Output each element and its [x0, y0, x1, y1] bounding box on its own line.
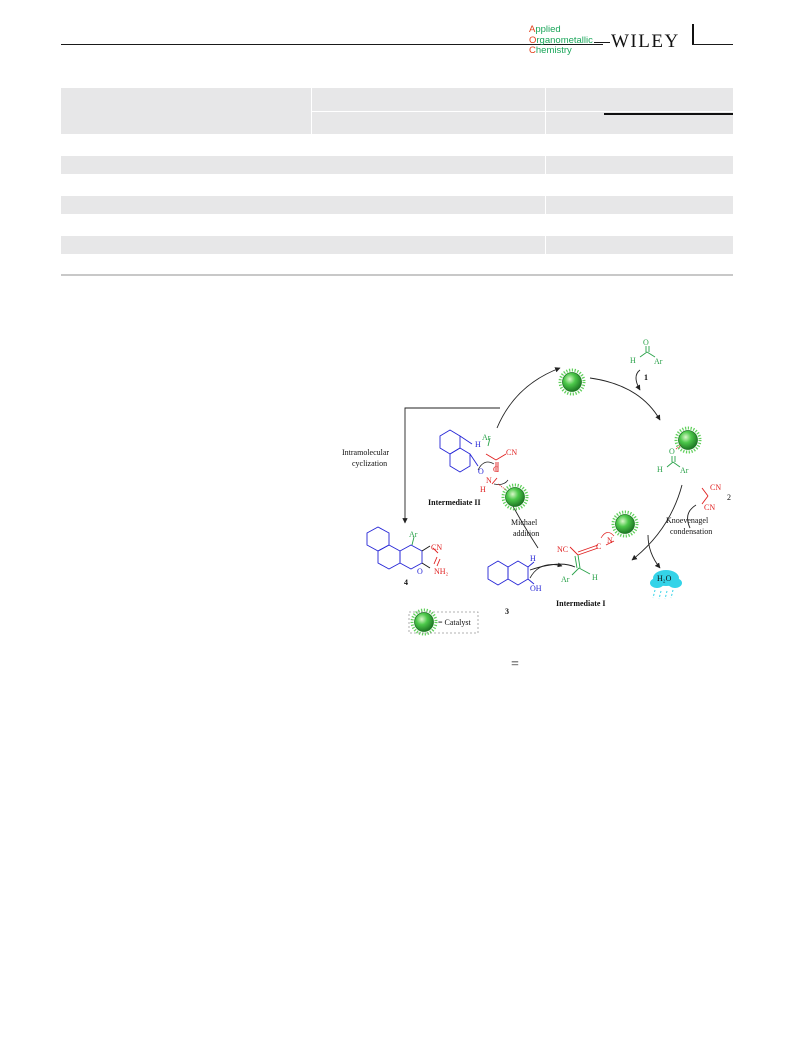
atom-label: Ar — [561, 575, 570, 584]
table-header — [61, 88, 733, 134]
atom-label: H — [657, 465, 663, 474]
atom-label: O — [417, 567, 423, 576]
cycle-arrow-right — [631, 484, 683, 561]
publisher-logo: WILEY — [611, 31, 680, 52]
intermediate-1-structure — [569, 540, 615, 556]
atom-label: N — [486, 476, 492, 485]
cycle-arrow-top-left — [496, 367, 561, 429]
journal-logo: Applied Organometallic Chemistry — [529, 24, 593, 56]
malononitrile-structure — [701, 487, 709, 505]
intermediate-2-structure — [439, 429, 479, 473]
compound-number: 1 — [644, 373, 648, 382]
intermediate-label: Intermediate II — [428, 498, 481, 507]
water-arrow — [647, 534, 661, 569]
catalyst-ball-intermediate-1 — [611, 510, 639, 538]
atom-label: C — [493, 465, 498, 474]
atom-label: OH — [530, 584, 542, 593]
catalyst-ball-intermediate-2 — [501, 483, 529, 511]
water-label: H₂O — [657, 574, 672, 583]
atom-label: Ar — [409, 530, 418, 539]
atom-label: H — [530, 554, 536, 563]
catalyst-legend-label: = Catalyst — [438, 618, 472, 627]
atom-label: CN — [431, 543, 442, 552]
naphthol-structure — [487, 560, 535, 586]
header-rule-right — [692, 44, 733, 45]
bound-aldehyde-structure — [666, 456, 681, 468]
atom-label: CN — [710, 483, 721, 492]
cycle-arrow-bottom — [529, 563, 576, 571]
table-bottom-rule — [61, 274, 733, 276]
atom-label: H — [475, 440, 481, 449]
step-label: Intramolecular — [342, 448, 389, 457]
atom-label: O — [669, 447, 675, 456]
step-label: cyclization — [352, 459, 387, 468]
step-label: Knoevenagel — [666, 516, 709, 525]
atom-label: H — [592, 573, 598, 582]
atom-label: H — [480, 485, 486, 494]
atom-label: O — [643, 338, 649, 347]
atom-label: CN — [704, 503, 715, 512]
atom-label: C — [596, 542, 601, 551]
step-label: condensation — [670, 527, 712, 536]
catalyst-legend-box — [408, 611, 479, 634]
atom-label: H — [630, 356, 636, 365]
compound-number: 4 — [404, 578, 408, 587]
addition-arrow-1 — [635, 369, 641, 391]
addition-arrow-2 — [687, 504, 697, 529]
step-label: addition — [513, 529, 539, 538]
header-rule-mid — [594, 42, 610, 43]
cyclization-arrow — [402, 407, 500, 524]
compound-number: 2 — [727, 493, 731, 502]
table-row — [61, 156, 733, 174]
intermediate-label: Intermediate I — [556, 599, 606, 608]
water-icon — [650, 570, 682, 600]
atom-label: CN — [506, 448, 517, 457]
atom-label: NH₂ — [434, 567, 449, 576]
catalyst-ball-aldehyde — [674, 426, 702, 454]
atom-label: Ar — [482, 433, 491, 442]
table-row — [61, 236, 733, 254]
aldehyde-structure — [639, 346, 656, 358]
header-rule-left — [61, 44, 603, 45]
cycle-arrow-top-right — [589, 377, 661, 421]
atom-label: O — [478, 467, 484, 476]
atom-label: NC — [557, 545, 568, 554]
atom-label: Ar — [654, 357, 663, 366]
catalyst-ball-legend — [410, 608, 438, 636]
page-marker — [692, 24, 694, 44]
atom-label: N — [607, 536, 613, 545]
atom-label: Ar — [680, 466, 689, 475]
mechanism-scheme: O H Ar 1 O H Ar CN CN 2 Knoevenagel cond… — [342, 338, 731, 636]
table-row — [61, 196, 733, 214]
catalyst-ball-free — [558, 368, 586, 396]
equals-sign: = — [511, 657, 519, 672]
step-label: Michael — [511, 518, 538, 527]
compound-number: 3 — [505, 607, 509, 616]
